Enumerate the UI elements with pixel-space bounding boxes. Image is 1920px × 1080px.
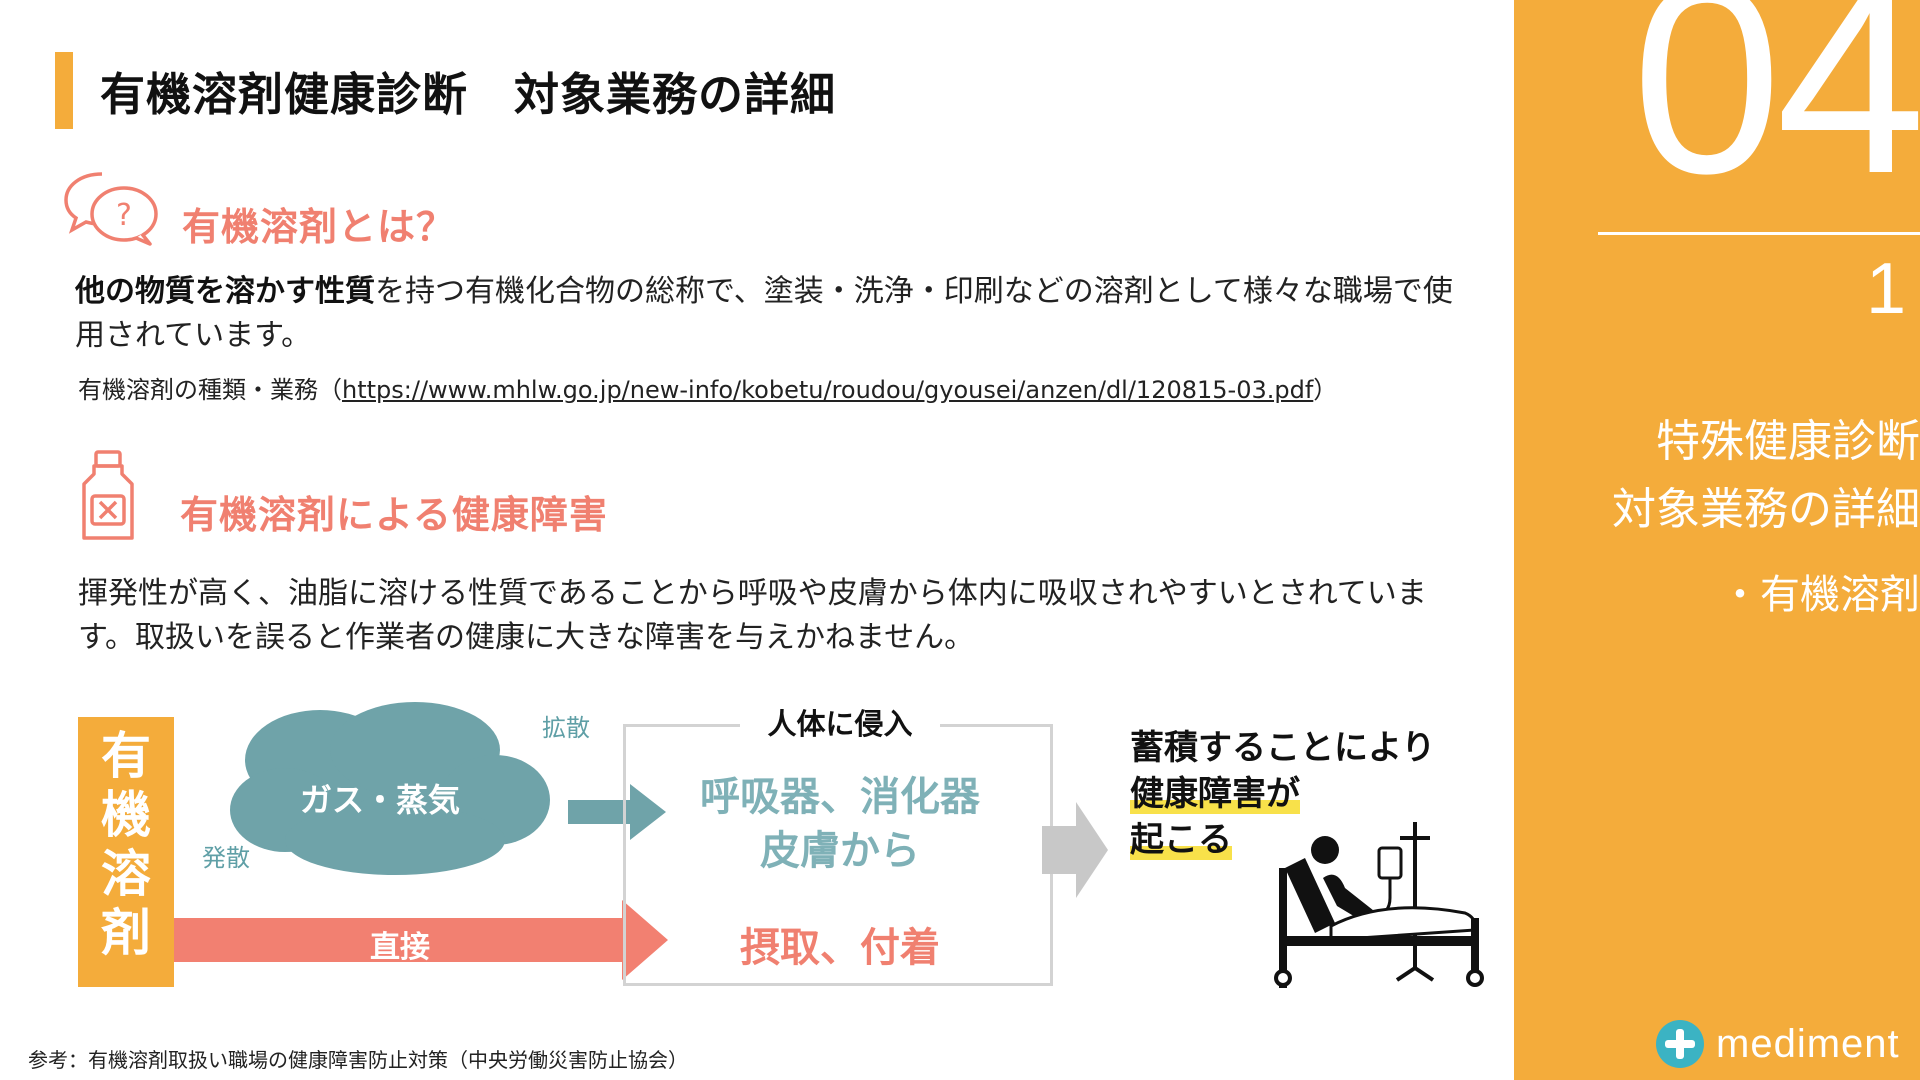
accum-line1: 蓄積することにより: [1130, 728, 1436, 768]
result-arrow: [1042, 802, 1108, 898]
vapor-label: ガス・蒸気: [300, 781, 461, 819]
footnote: 参考：有機溶剤取扱い職場の健康障害防止対策（中央労働災害防止協会）: [28, 1048, 688, 1072]
brand-logo: mediment: [1656, 1020, 1900, 1068]
sidebar-title-line2: 対象業務の詳細: [1612, 484, 1920, 535]
reference-label: 有機溶剤の種類・業務（: [78, 376, 342, 404]
svg-text:?: ?: [116, 198, 132, 233]
section-heading-what-is: 有機溶剤とは？: [182, 205, 456, 249]
patient-in-bed-icon: [1274, 822, 1484, 988]
question-bubble-icon: ?: [64, 172, 158, 246]
vapor-cloud: [230, 702, 550, 875]
direct-arrow: [174, 900, 668, 980]
accum-line3: 起こる: [1130, 820, 1232, 860]
sidebar-title: 特殊健康診断 対象業務の詳細: [1612, 408, 1920, 544]
definition-rest: を持つ有機化合物の総称で、塗装・洗浄・印刷などの溶剤として様々な職場で使用されて…: [75, 274, 1453, 353]
body-entry-title: 人体に侵入: [740, 701, 940, 743]
respiratory-line2: 皮膚から: [760, 828, 920, 874]
organic-solvent-label: 有機溶剤: [101, 727, 151, 962]
plus-logo-icon: [1656, 1020, 1704, 1068]
definition-text: 他の物質を溶かす性質を持つ有機化合物の総称で、塗装・洗浄・印刷などの溶剤として様…: [75, 270, 1455, 358]
chapter-divider: [1598, 232, 1920, 235]
health-damage-text: 揮発性が高く、油脂に溶ける性質であることから呼吸や皮膚から体内に吸収されやすいと…: [78, 576, 1427, 655]
emit-label: 発散: [202, 844, 250, 872]
sidebar-title-line1: 特殊健康診断: [1656, 416, 1920, 467]
accum-line2: 健康障害が: [1130, 774, 1300, 814]
diffuse-label: 拡散: [542, 714, 590, 742]
section-heading-health-damage: 有機溶剤による健康障害: [180, 493, 608, 537]
accumulation-text: 蓄積することにより 健康障害が 起こる: [1130, 725, 1435, 863]
page-title: 有機溶剤健康診断 対象業務の詳細: [100, 68, 837, 121]
chapter-number: 04: [1631, 0, 1920, 230]
brand-name: mediment: [1716, 1021, 1900, 1066]
chapter-sidebar: 04 1 特殊健康診断 対象業務の詳細 ・有機溶剤 mediment: [1514, 0, 1920, 1080]
organic-solvent-box: 有機溶剤: [78, 717, 174, 987]
respiratory-route: 呼吸器、消化器 皮膚から: [640, 770, 1040, 878]
title-accent-bar: [55, 52, 73, 129]
bottle-icon: [82, 450, 134, 540]
respiratory-line1: 呼吸器、消化器: [700, 774, 980, 820]
reference-close: ）: [1313, 376, 1338, 404]
sidebar-subtitle: ・有機溶剤: [1720, 572, 1920, 618]
section-number: 1: [1865, 249, 1906, 329]
direct-label: 直接: [370, 930, 430, 965]
diffuse-arrow: [568, 784, 666, 840]
definition-bold: 他の物質を溶かす性質: [75, 274, 375, 309]
reference-line: 有機溶剤の種類・業務（https://www.mhlw.go.jp/new-in…: [78, 370, 1337, 405]
reference-link[interactable]: https://www.mhlw.go.jp/new-info/kobetu/r…: [342, 376, 1314, 404]
ingestion-route: 摂取、付着: [740, 925, 940, 971]
